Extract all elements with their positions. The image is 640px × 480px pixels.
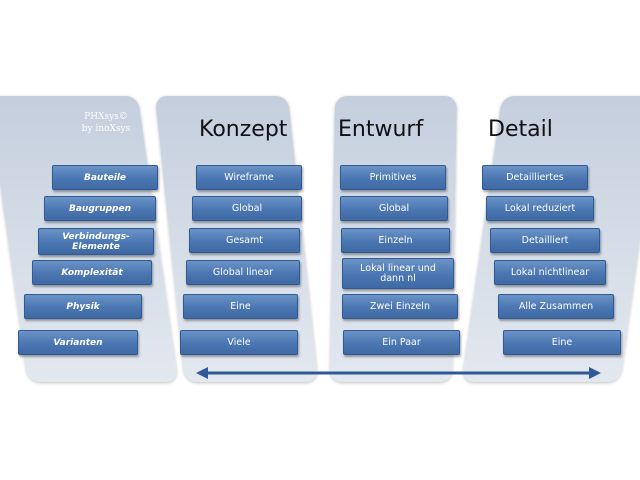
detail-varianten-cell: Eine [503, 330, 621, 355]
arrow-head-right [589, 367, 601, 379]
row-label-baugruppen: Baugruppen [44, 196, 156, 221]
detail-bauteile-cell: Detailliertes [482, 165, 588, 190]
arrow-head-left [196, 367, 208, 379]
brand-name: PHXsys© [84, 112, 128, 122]
entwurf-bauteile-cell: Primitives [340, 165, 446, 190]
heading-konzept: Konzept [199, 117, 288, 142]
heading-detail: Detail [488, 117, 553, 142]
entwurf-baugruppen-cell: Global [340, 196, 448, 221]
konzept-komplexitaet-cell: Global linear [186, 260, 300, 285]
konzept-varianten-cell: Viele [180, 330, 298, 355]
detail-verbindungs-cell: Detailliert [490, 228, 600, 253]
detail-baugruppen-cell: Lokal reduziert [486, 196, 594, 221]
entwurf-varianten-cell: Ein Paar [343, 330, 460, 355]
konzept-bauteile-cell: Wireframe [196, 165, 302, 190]
entwurf-verbindungs-cell: Einzeln [341, 228, 450, 253]
detail-komplexitaet-cell: Lokal nichtlinear [494, 260, 606, 285]
row-label-varianten: Varianten [18, 330, 138, 355]
row-label-komplexitaet: Komplexität [32, 260, 152, 285]
konzept-physik-cell: Eine [183, 294, 298, 319]
row-label-bauteile: Bauteile [52, 165, 158, 190]
entwurf-physik-cell: Zwei Einzeln [342, 294, 458, 319]
konzept-verbindungs-cell: Gesamt [189, 228, 300, 253]
entwurf-komplexitaet-cell: Lokal linear und dann nl [342, 258, 454, 289]
detail-physik-cell: Alle Zusammen [498, 294, 614, 319]
row-label-verbindungs-elemente: Verbindungs-Elemente [38, 228, 154, 255]
row-label-physik: Physik [24, 294, 142, 319]
heading-entwurf: Entwurf [338, 117, 424, 142]
brand-logo-text: PHXsys© by inoXsys [62, 111, 150, 135]
brand-byline: by inoXsys [81, 124, 131, 134]
konzept-baugruppen-cell: Global [192, 196, 302, 221]
